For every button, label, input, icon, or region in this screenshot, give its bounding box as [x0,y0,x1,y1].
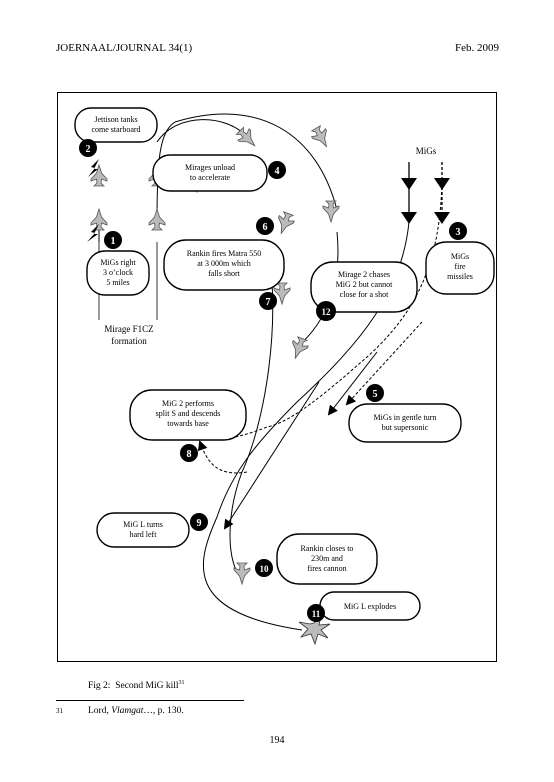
footnote-rule [56,700,244,701]
event11-line1: MiG L explodes [344,602,396,611]
svg-text:3: 3 [456,227,461,238]
event5-line2: but supersonic [382,423,429,432]
svg-text:11: 11 [312,609,321,619]
svg-text:10: 10 [260,564,270,574]
engagement-diagram: MiGs Mirage F1CZ formation [57,92,497,662]
event9-line1: MiG L turns [123,520,163,529]
event-badges [79,139,467,622]
svg-text:5: 5 [373,389,378,400]
svg-text:12: 12 [322,307,332,317]
svg-text:8: 8 [187,449,192,460]
event9-line2: hard left [130,530,158,539]
event12-line3: close for a shot [340,290,389,299]
event12-line1: Mirage 2 chases [338,270,390,279]
event10-line1: Rankin closes to [301,544,354,553]
footnote-text: Lord, Vlamgat…, p. 130. [88,706,184,716]
page-number: 194 [269,735,285,746]
figure-caption: Fig 2: Second MiG kill31 [88,680,185,692]
svg-text:6: 6 [263,222,268,233]
mig-supersonic-arrow [345,321,423,406]
event10-line3: fires cannon [307,564,346,573]
event6-line3: falls short [208,269,241,278]
mig2-split-s-arrow [197,440,248,474]
mig-group-label: MiGs [416,146,437,156]
event6-line1: Rankin fires Matra 550 [187,249,261,258]
event5-line1: MiGs in gentle turn [374,413,437,422]
figure-frame [57,92,497,662]
event2-line1: Jettison tanks [94,115,137,124]
svg-text:7: 7 [266,297,271,308]
event4-line1: Mirages unload [185,163,235,172]
lightning-icon [87,224,99,242]
svg-text:1: 1 [111,236,116,247]
event12-line2: MiG 2 but cannot [336,280,393,289]
issue-date: Feb. 2009 [455,42,499,54]
svg-text:4: 4 [275,166,280,177]
explosion-icon [298,614,331,646]
event-texts: MiGs right 3 o’clock 5 miles Jettison ta… [91,115,472,611]
event1-line2: 3 o’clock [103,268,133,277]
formation-label-line2: formation [111,336,147,346]
footnote-number: 31 [56,707,63,715]
event2-line2: come starboard [91,125,140,134]
svg-text:2: 2 [86,144,91,155]
event8-line3: towards base [167,419,209,428]
event8-line2: split S and descends [156,409,221,418]
event-clouds [74,107,495,621]
migl-turn-arrow [223,381,320,530]
formation-label-line1: Mirage F1CZ [104,324,153,334]
lightning-icon [88,159,99,177]
event3-line3: missiles [447,272,473,281]
mig-entry-arrows [401,162,450,224]
journal-header: JOERNAAL/JOURNAL 34(1) [56,42,193,54]
event6-line2: at 3 000m which [197,259,251,268]
mig-gentle-turn-arrow [327,351,378,416]
event4-line2: to accelerate [190,173,231,182]
svg-text:9: 9 [197,518,202,529]
event3-line1: MiGs [451,252,469,261]
event10-line2: 230m and [311,554,343,563]
event8-line1: MiG 2 performs [162,399,214,408]
event3-line2: fire [454,262,466,271]
event-numbers: 1 2 3 4 5 6 7 8 9 10 11 12 [86,144,461,619]
event1-line3: 5 miles [106,278,129,287]
event1-line1: MiGs right [100,258,136,267]
